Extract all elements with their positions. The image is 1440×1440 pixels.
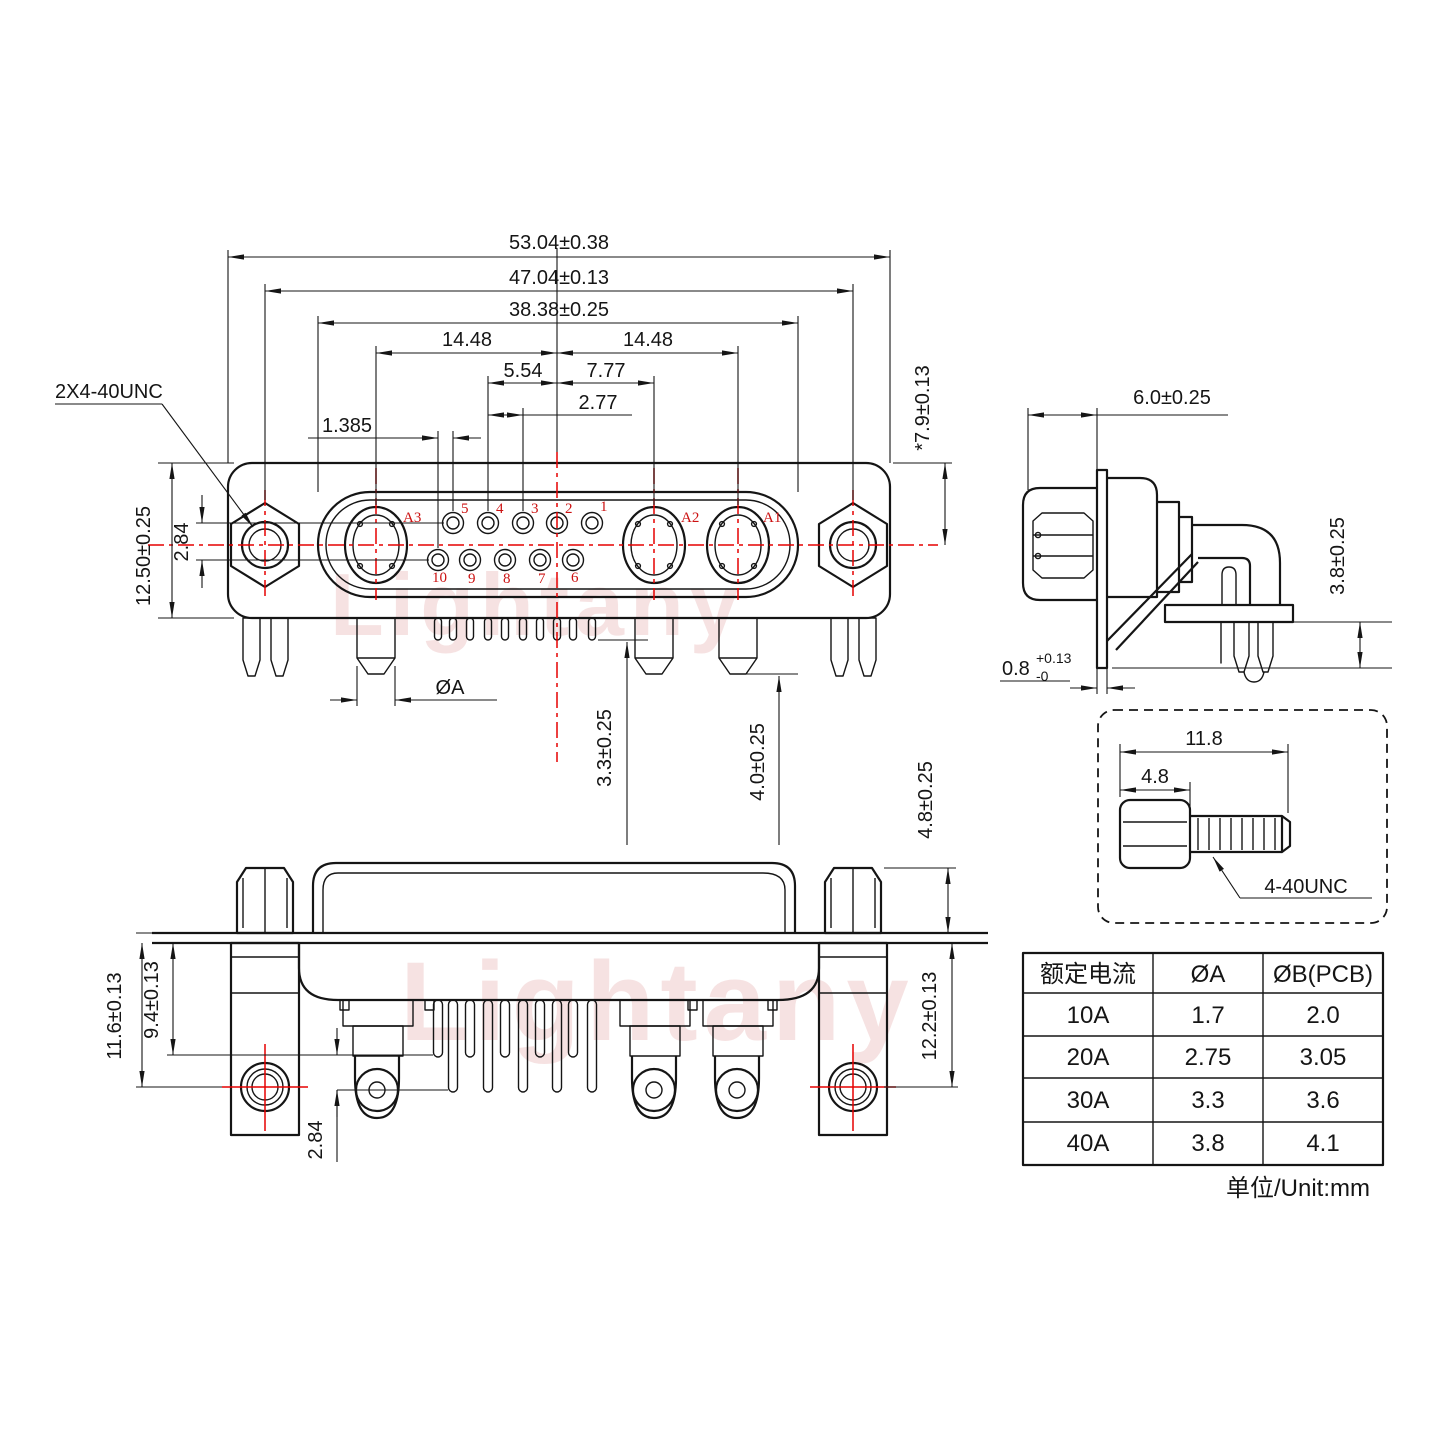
dim-mount-span: 47.04±0.13 xyxy=(509,267,609,289)
dim-overall-width: 53.04±0.38 xyxy=(509,232,609,254)
dim-standoff: 3.8±0.25 xyxy=(1327,517,1349,595)
pin-label-9: 9 xyxy=(468,571,476,587)
cell-dia-a-10a: 1.7 xyxy=(1191,1002,1224,1029)
pin-label-1: 1 xyxy=(600,499,608,515)
dim-flange-tol-plus: +0.13 xyxy=(1036,650,1072,666)
watermark-bottom: Lightany xyxy=(400,939,915,1064)
bottom-hex-left xyxy=(235,866,295,935)
unit-note: 单位/Unit:mm xyxy=(1226,1175,1370,1202)
side-flange xyxy=(1095,468,1109,670)
dim-pitch-right: 7.77 xyxy=(587,360,626,382)
dim-flange-tol-minus: -0 xyxy=(1036,668,1049,684)
front-bracket-clips xyxy=(242,617,877,677)
dim-nut-height: 4.8±0.25 xyxy=(915,761,937,839)
cell-current-30a: 30A xyxy=(1067,1087,1110,1114)
dim-face-height: *7.9±0.13 xyxy=(912,365,934,451)
table-header-current: 额定电流 xyxy=(1040,961,1136,988)
spec-table-grid xyxy=(1021,951,1385,1167)
bottom-signal-pins xyxy=(432,999,598,1093)
front-view: A3 A2 A1 5 4 3 2 1 10 9 8 7 6 xyxy=(55,232,952,845)
pin-label-2: 2 xyxy=(565,501,573,517)
bottom-hex-right xyxy=(823,866,883,935)
cell-current-40a: 40A xyxy=(1067,1130,1110,1157)
front-pins-bottom-row xyxy=(426,548,585,572)
dim-stagger: 1.385 xyxy=(322,415,372,437)
front-extension-lines xyxy=(158,248,952,706)
dim-flange-thick: 0.8 xyxy=(1002,658,1030,680)
dim-span-right: 14.48 xyxy=(623,329,673,351)
bottom-crosshairs xyxy=(222,1044,896,1131)
bottom-view: 11.6±0.13 9.4±0.13 2.84 12.2±0.13 4.8±0.… xyxy=(104,761,988,1162)
dim-bracket-hole: 12.2±0.13 xyxy=(919,972,941,1061)
contact-label-a2: A2 xyxy=(681,510,699,526)
pin-label-3: 3 xyxy=(531,501,539,517)
cell-dia-a-30a: 3.3 xyxy=(1191,1087,1224,1114)
cell-dia-b-30a: 3.6 xyxy=(1306,1087,1339,1114)
cell-current-20a: 20A xyxy=(1067,1044,1110,1071)
bottom-post-a2 xyxy=(619,999,691,1120)
dim-depth: 6.0±0.25 xyxy=(1133,387,1211,409)
front-dface-outer xyxy=(316,490,800,599)
side-bracket xyxy=(1106,523,1295,651)
side-dimension-lines xyxy=(1000,408,1363,694)
front-contact-posts xyxy=(356,617,758,675)
dim-pin-row-far: 11.6±0.13 xyxy=(104,972,126,1059)
screw-detail-border xyxy=(1097,709,1388,924)
pin-label-4: 4 xyxy=(496,501,504,517)
table-header-dia-a: ØA xyxy=(1191,961,1226,988)
cell-dia-a-40a: 3.8 xyxy=(1191,1130,1224,1157)
pin-label-10: 10 xyxy=(432,570,447,586)
dim-bottom-row-gap: 2.84 xyxy=(305,1121,327,1160)
pin-label-8: 8 xyxy=(503,571,511,587)
pin-label-6: 6 xyxy=(571,570,579,586)
front-signal-pin-tails xyxy=(433,617,597,641)
cell-dia-b-10a: 2.0 xyxy=(1306,1002,1339,1029)
spec-table: 额定电流 ØA ØB(PCB) 10A 1.7 2.0 20A 2.75 3.0… xyxy=(1021,951,1385,1202)
dim-row-gap: 2.84 xyxy=(171,523,193,562)
dim-screw-head-len: 4.8 xyxy=(1141,766,1169,788)
pin-label-5: 5 xyxy=(461,501,469,517)
screw-thread-label: 4-40UNC xyxy=(1264,876,1347,898)
table-row-20a: 20A 2.75 3.05 xyxy=(1067,1044,1347,1071)
dim-pitch-left: 5.54 xyxy=(504,360,543,382)
table-row-40a: 40A 3.8 4.1 xyxy=(1067,1130,1340,1157)
pin-label-7: 7 xyxy=(538,571,546,587)
screw-detail: 11.8 4.8 4-40UNC xyxy=(1097,709,1388,924)
screw-dimension-lines xyxy=(1119,744,1372,899)
contact-label-a1: A1 xyxy=(763,510,781,526)
bottom-dimension-lines xyxy=(136,867,958,1162)
bottom-shell xyxy=(311,861,797,933)
side-standoff xyxy=(1021,486,1097,602)
cell-current-10a: 10A xyxy=(1067,1002,1110,1029)
bottom-post-a1 xyxy=(702,999,774,1120)
dim-body-height: 12.50±0.25 xyxy=(133,506,155,606)
dim-post-len: 4.0±0.25 xyxy=(747,723,769,801)
table-header-dia-b: ØB(PCB) xyxy=(1273,961,1373,988)
table-row-10a: 10A 1.7 2.0 xyxy=(1067,1002,1340,1029)
cell-dia-b-40a: 4.1 xyxy=(1306,1130,1339,1157)
cell-dia-a-20a: 2.75 xyxy=(1185,1044,1232,1071)
dim-pin-pitch: 2.77 xyxy=(579,392,618,414)
dim-span-left: 14.48 xyxy=(442,329,492,351)
dim-pin-dia: ØA xyxy=(436,677,466,699)
front-thread-note: 2X4-40UNC xyxy=(55,381,163,403)
contact-label-a3: A3 xyxy=(403,510,421,526)
side-clip-pin xyxy=(1220,621,1274,683)
dim-face-width: 38.38±0.25 xyxy=(509,299,609,321)
dim-pin-len: 3.3±0.25 xyxy=(594,709,616,787)
side-body-steps xyxy=(1107,476,1194,599)
table-row-30a: 30A 3.3 3.6 xyxy=(1067,1087,1340,1114)
cell-dia-b-20a: 3.05 xyxy=(1300,1044,1347,1071)
screw-standoff-shape xyxy=(1118,798,1292,870)
dim-pin-row-near: 9.4±0.13 xyxy=(141,961,163,1039)
dim-screw-total-len: 11.8 xyxy=(1185,728,1222,750)
side-view: 6.0±0.25 3.8±0.25 0.8 +0.13 -0 xyxy=(1000,387,1392,694)
front-dimension-lines xyxy=(55,254,948,845)
